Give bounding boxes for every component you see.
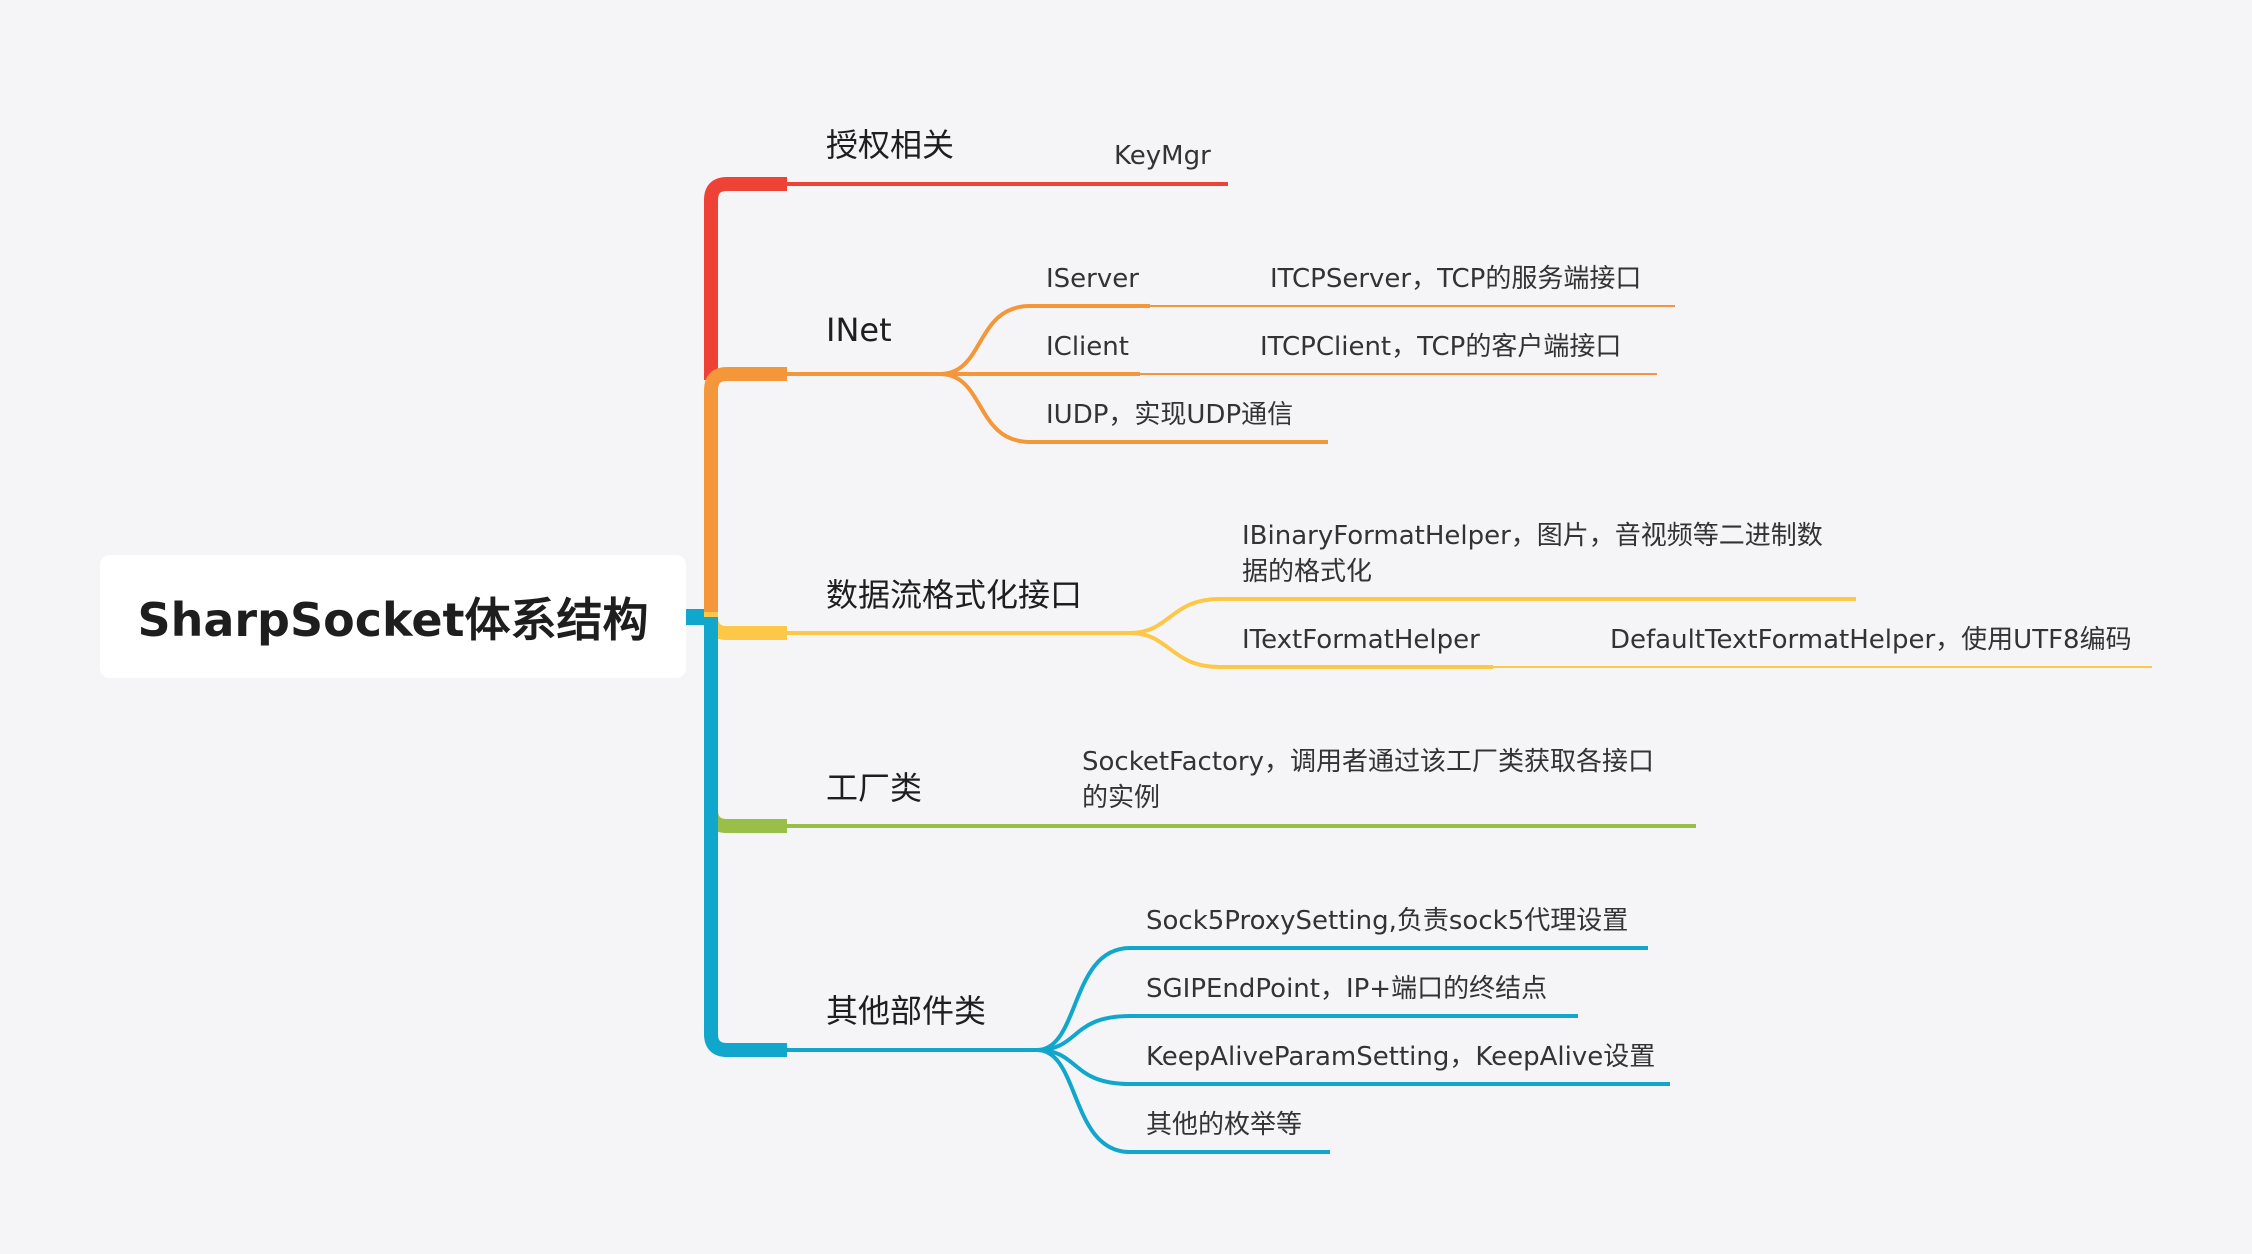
node-itcpserver[interactable]: ITCPServer，TCP的服务端接口 [1270, 264, 1642, 294]
node-binaryformat-line2: 据的格式化 [1242, 557, 1373, 587]
node-socketfactory-line2: 的实例 [1082, 783, 1161, 813]
node-binaryformat-line1: IBinaryFormatHelper，图片，音视频等二进制数 [1242, 521, 1823, 551]
node-enums[interactable]: 其他的枚举等 [1146, 1110, 1303, 1140]
connector-iudp [939, 372, 1328, 444]
connector-inet [704, 367, 787, 612]
connector-other-1 [1036, 946, 1648, 1052]
branch-inet[interactable]: INet [826, 311, 892, 349]
connector-auth [704, 177, 787, 380]
node-iudp[interactable]: IUDP，实现UDP通信 [1046, 400, 1294, 430]
branch-auth[interactable]: 授权相关 [826, 126, 955, 164]
node-sgipendpoint[interactable]: SGIPEndPoint，IP+端口的终结点 [1146, 974, 1548, 1004]
root-node[interactable]: SharpSocket体系结构 [100, 555, 686, 678]
node-socketfactory[interactable]: SocketFactory，调用者通过该工厂类获取各接口 的实例 [1082, 744, 1654, 816]
branch-format[interactable]: 数据流格式化接口 [826, 576, 1083, 614]
branch-factory[interactable]: 工厂类 [826, 769, 923, 807]
node-socketfactory-line1: SocketFactory，调用者通过该工厂类获取各接口 [1082, 747, 1655, 777]
node-iclient[interactable]: IClient [1046, 332, 1129, 362]
connector-binary [1129, 597, 1856, 635]
connector-format [704, 612, 787, 640]
node-itcpclient[interactable]: ITCPClient，TCP的客户端接口 [1260, 332, 1622, 362]
node-keymgr[interactable]: KeyMgr [1114, 141, 1211, 171]
node-binaryformat[interactable]: IBinaryFormatHelper，图片，音视频等二进制数 据的格式化 [1242, 518, 1823, 590]
node-textformat[interactable]: ITextFormatHelper [1242, 625, 1480, 655]
node-defaulttextformat[interactable]: DefaultTextFormatHelper，使用UTF8编码 [1610, 625, 2132, 655]
node-sock5proxy[interactable]: Sock5ProxySetting,负责sock5代理设置 [1146, 906, 1629, 936]
connector-iserver [939, 304, 1150, 376]
root-label: SharpSocket体系结构 [137, 592, 649, 647]
connector-other-3 [1036, 1048, 1670, 1086]
node-keepalive[interactable]: KeepAliveParamSetting，KeepAlive设置 [1146, 1042, 1656, 1072]
connector-other [704, 617, 787, 1057]
connector-factory [704, 617, 787, 833]
branch-other[interactable]: 其他部件类 [826, 992, 987, 1030]
connector-other-2 [1036, 1014, 1578, 1052]
connector-other-4 [1036, 1048, 1330, 1154]
node-iserver[interactable]: IServer [1046, 264, 1139, 294]
connector-textformat [1129, 631, 1493, 669]
